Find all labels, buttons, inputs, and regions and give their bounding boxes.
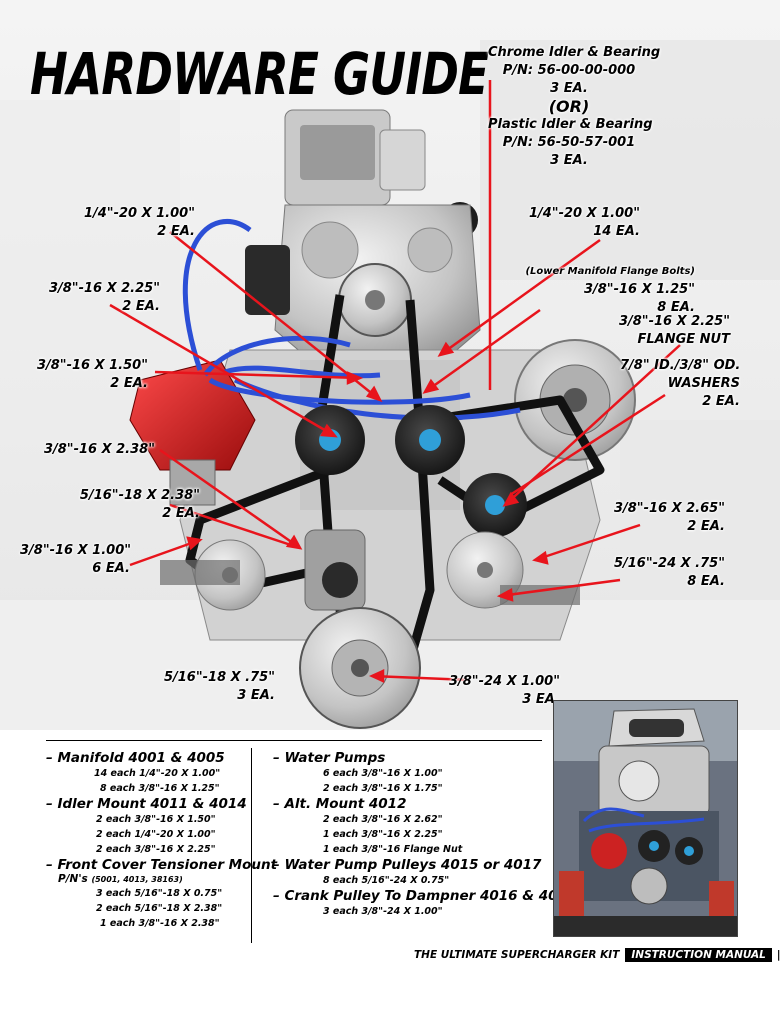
callout-line: 3/8"-16 X 1.50" [36, 358, 148, 373]
callout-11: 3/8"-16 X 1.00" 6 EA. [20, 542, 132, 578]
list-item: 8 each 5/16"-24 X 0.75" [323, 875, 450, 886]
callout-chrome-idler: Chrome Idler & Bearing P/N: 56-00-00-000… [488, 44, 661, 170]
callout-12: 5/16"-24 X .75" 8 EA. [610, 555, 725, 591]
callout-line: 3/8"-16 X 2.25" [48, 281, 160, 296]
list-item: 2 each 3/8"-16 X 2.62" [323, 814, 443, 825]
footer-separator: | [777, 949, 780, 961]
callout-line: 3 EA. [522, 692, 560, 707]
callout-line: P/N: 56-00-00-000 [502, 63, 636, 78]
callout-line: 3 EA. [550, 81, 588, 96]
list-item: 3 each 5/16"-18 X 0.75" [96, 888, 223, 899]
callout-13: 5/16"-18 X .75" 3 EA. [150, 669, 275, 705]
page-footer: THE ULTIMATE SUPERCHARGER KIT INSTRUCTIO… [414, 946, 780, 963]
callout-line: 5/16"-24 X .75" [613, 556, 725, 571]
divider-horizontal [46, 740, 542, 741]
callout-line: 3/8"-16 X 1.25" [583, 282, 695, 297]
callout-line: 2 EA. [157, 224, 195, 239]
callout-line: 3/8"-16 X 2.25" [618, 314, 730, 329]
list-group-title: – Alt. Mount 4012 [273, 796, 407, 812]
list-group-title: – Manifold 4001 & 4005 [46, 750, 225, 766]
callout-line: 2 EA. [702, 394, 740, 409]
callout-note: (Lower Manifold Flange Bolts) [525, 266, 695, 277]
callout-line: Plastic Idler & Bearing [488, 117, 653, 132]
callout-1: 1/4"-20 X 1.00" 2 EA. [60, 205, 195, 241]
callout-line: 2 EA. [110, 376, 148, 391]
callout-line: 3 EA. [550, 153, 588, 168]
callout-or: (OR) [548, 97, 590, 116]
callout-line: 2 EA. [162, 506, 200, 521]
part-numbers-values: (5001, 4013, 38163) [91, 875, 183, 884]
callout-7: 7/8" ID./3/8" OD. WASHERS 2 EA. [620, 357, 740, 411]
callout-8: 3/8"-16 X 2.38" [40, 441, 155, 459]
callout-2: 1/4"-20 X 1.00" 14 EA. [520, 205, 640, 241]
callout-line: 3 EA. [237, 688, 275, 703]
callout-5: 3/8"-16 X 2.25" FLANGE NUT [600, 313, 730, 349]
list-item: 2 each 3/8"-16 X 1.50" [96, 814, 216, 825]
callout-9: 5/16"-18 X 2.38" 2 EA. [60, 487, 200, 523]
list-item: 2 each 3/8"-16 X 1.75" [323, 783, 443, 794]
inset-engine-photo [553, 700, 738, 937]
list-group-title: – Front Cover Tensioner Mount [46, 857, 278, 873]
callout-line: 2 EA. [687, 519, 725, 534]
callout-line: 6 EA. [92, 561, 130, 576]
list-item: 1 each 3/8"-16 Flange Nut [323, 844, 463, 855]
footer-kit-name: THE ULTIMATE SUPERCHARGER KIT [414, 948, 620, 961]
list-item: 1 each 3/8"-16 X 2.38" [100, 918, 220, 929]
list-item: 3 each 3/8"-24 X 1.00" [323, 906, 443, 917]
hardware-list-right: – Water Pumps 6 each 3/8"-16 X 1.00" 2 e… [273, 750, 577, 919]
part-numbers: P/N's (5001, 4013, 38163) [46, 873, 251, 886]
callout-14: 3/8"-24 X 1.00" 3 EA. [445, 673, 560, 709]
list-item: 2 each 5/16"-18 X 2.38" [96, 903, 223, 914]
engine-photo [0, 0, 780, 730]
callout-line: 1/4"-20 X 1.00" [528, 206, 640, 221]
callout-line: 7/8" ID./3/8" OD. [620, 358, 741, 373]
list-item: 6 each 3/8"-16 X 1.00" [323, 768, 443, 779]
page-title: HARDWARE GUIDE [30, 40, 489, 108]
callout-line: 3/8"-16 X 2.38" [43, 442, 155, 457]
list-item: 8 each 3/8"-16 X 1.25" [100, 783, 220, 794]
list-item: 2 each 3/8"-16 X 2.25" [96, 844, 216, 855]
callout-line: 3/8"-16 X 1.00" [20, 543, 132, 558]
callout-line: 3/8"-16 X 2.65" [613, 501, 725, 516]
footer-manual-label: INSTRUCTION MANUAL [625, 947, 772, 962]
list-group-title: – Idler Mount 4011 & 4014 [46, 796, 247, 812]
callout-6: 3/8"-16 X 1.50" 2 EA. [30, 357, 148, 393]
list-group-title: – Crank Pulley To Dampner 4016 & 4020 [273, 888, 577, 904]
hardware-list-left: – Manifold 4001 & 4005 14 each 1/4"-20 X… [46, 750, 278, 931]
callout-line: 8 EA. [657, 300, 695, 315]
callout-line: 2 EA. [122, 299, 160, 314]
callout-line: WASHERS [667, 376, 740, 391]
callout-line: 14 EA. [593, 224, 640, 239]
list-item: 2 each 1/4"-20 X 1.00" [96, 829, 216, 840]
list-group-title: – Water Pump Pulleys 4015 or 4017 [273, 857, 542, 873]
list-group-title: – Water Pumps [273, 750, 386, 766]
callout-10: 3/8"-16 X 2.65" 2 EA. [600, 500, 725, 536]
part-numbers-label: P/N's [58, 873, 88, 885]
callout-line: 1/4"-20 X 1.00" [83, 206, 195, 221]
callout-line: 5/16"-18 X .75" [163, 670, 275, 685]
list-item: 1 each 3/8"-16 X 2.25" [323, 829, 443, 840]
callout-line: Chrome Idler & Bearing [488, 45, 661, 60]
divider-vertical [251, 748, 252, 943]
callout-line: 3/8"-24 X 1.00" [448, 674, 560, 689]
callout-line: FLANGE NUT [637, 332, 731, 347]
callout-line: 8 EA. [687, 574, 725, 589]
callout-3: 3/8"-16 X 2.25" 2 EA. [40, 280, 160, 316]
callout-line: 5/16"-18 X 2.38" [79, 488, 200, 503]
callout-4: (Lower Manifold Flange Bolts) 3/8"-16 X … [500, 263, 695, 317]
list-item: 14 each 1/4"-20 X 1.00" [94, 768, 221, 779]
callout-line: P/N: 56-50-57-001 [502, 135, 636, 150]
